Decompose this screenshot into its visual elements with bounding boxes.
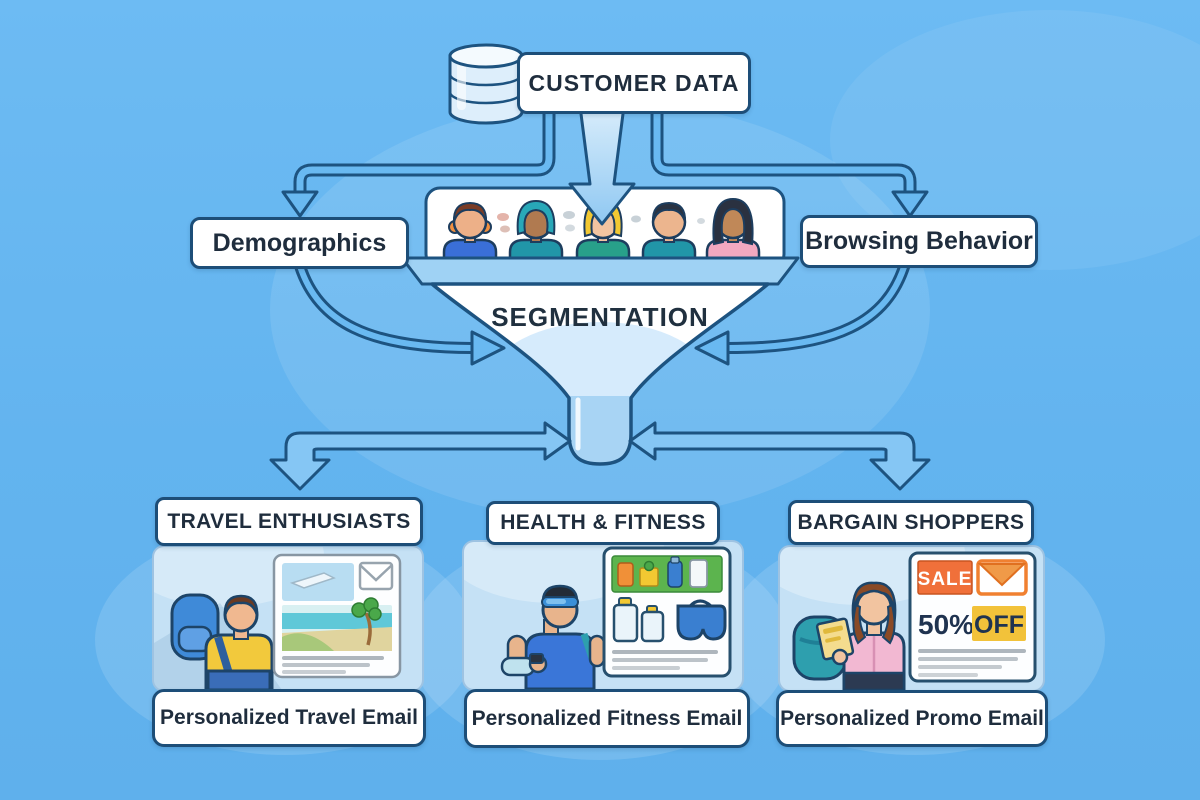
- funnel-rim: [400, 256, 800, 286]
- shopper-character: [792, 581, 906, 690]
- sale-badge-text: SALE: [918, 569, 973, 590]
- envelope-icon: [358, 561, 394, 591]
- fitness-watch: [529, 653, 544, 664]
- discount-percent-text: 50%: [918, 609, 974, 640]
- fitness-email-mockup: [602, 546, 732, 678]
- bottle-icon: [667, 560, 683, 588]
- discount-suffix-text: OFF: [974, 611, 1024, 639]
- fitness-illustration: [464, 542, 732, 689]
- output-arrow-left: [269, 421, 572, 491]
- travel-illustration-panel: [152, 545, 424, 692]
- fitness-character: [500, 584, 606, 689]
- email-label-promo: Personalized Promo Email: [776, 690, 1048, 747]
- beach-image: [282, 597, 392, 651]
- off-badge: [972, 606, 1026, 641]
- branch-arrow-left: [281, 112, 556, 218]
- palm-trunk: [364, 612, 372, 646]
- segment-title-fitness-text: HEALTH & FITNESS: [500, 511, 706, 534]
- customer-data-box: CUSTOMER DATA: [517, 52, 751, 114]
- database-icon: [448, 43, 524, 125]
- chatter-blobs: [497, 211, 705, 233]
- curved-arrow-left: [294, 264, 506, 366]
- curved-arrow-right: [694, 262, 911, 366]
- traveler-character: [170, 593, 274, 690]
- output-arrow-right: [628, 421, 931, 491]
- water-bottles-icon: [612, 597, 665, 643]
- shopper-hair: [851, 581, 897, 626]
- browsing-behavior-label: Browsing Behavior: [805, 227, 1033, 255]
- email-label-travel: Personalized Travel Email: [152, 689, 426, 747]
- segment-title-travel: TRAVEL ENTHUSIASTS: [155, 497, 423, 546]
- promo-email-mockup: SALE 50% OFF: [908, 551, 1037, 683]
- customer-data-label: CUSTOMER DATA: [528, 69, 740, 96]
- email-label-promo-text: Personalized Promo Email: [780, 706, 1044, 730]
- jeans: [206, 669, 272, 690]
- demographics-label: Demographics: [212, 228, 387, 257]
- segment-title-bargain: BARGAIN SHOPPERS: [788, 500, 1034, 545]
- email-label-fitness: Personalized Fitness Email: [464, 689, 750, 748]
- segment-title-bargain-text: BARGAIN SHOPPERS: [797, 510, 1025, 534]
- plane-icon: [289, 572, 336, 589]
- segment-title-fitness: HEALTH & FITNESS: [486, 501, 720, 545]
- avatar-person-5: [705, 197, 761, 268]
- demographics-box: Demographics: [190, 217, 409, 269]
- main-flow-arrow: [568, 104, 636, 226]
- branch-arrow-right: [650, 112, 929, 218]
- browsing-behavior-box: Browsing Behavior: [800, 215, 1038, 268]
- travel-illustration: [154, 547, 402, 690]
- smoothie-icon: [617, 562, 634, 587]
- segment-title-travel-text: TRAVEL ENTHUSIASTS: [167, 509, 411, 533]
- bargain-illustration: SALE 50% OFF: [780, 547, 1037, 690]
- email-label-fitness-text: Personalized Fitness Email: [471, 706, 743, 730]
- travel-email-mockup: [272, 553, 402, 679]
- avatar-person-2: [508, 199, 564, 268]
- segmentation-label: SEGMENTATION: [491, 302, 709, 332]
- jeans: [842, 671, 906, 690]
- fitness-illustration-panel: [462, 540, 744, 691]
- shaker-icon: [689, 559, 708, 588]
- gym-shorts-icon: [676, 599, 727, 641]
- bargain-illustration-panel: SALE 50% OFF: [778, 545, 1045, 692]
- sale-badge: [917, 560, 973, 595]
- email-label-travel-text: Personalized Travel Email: [160, 706, 418, 729]
- traveler-hair: [223, 594, 259, 616]
- right-arm: [588, 634, 606, 668]
